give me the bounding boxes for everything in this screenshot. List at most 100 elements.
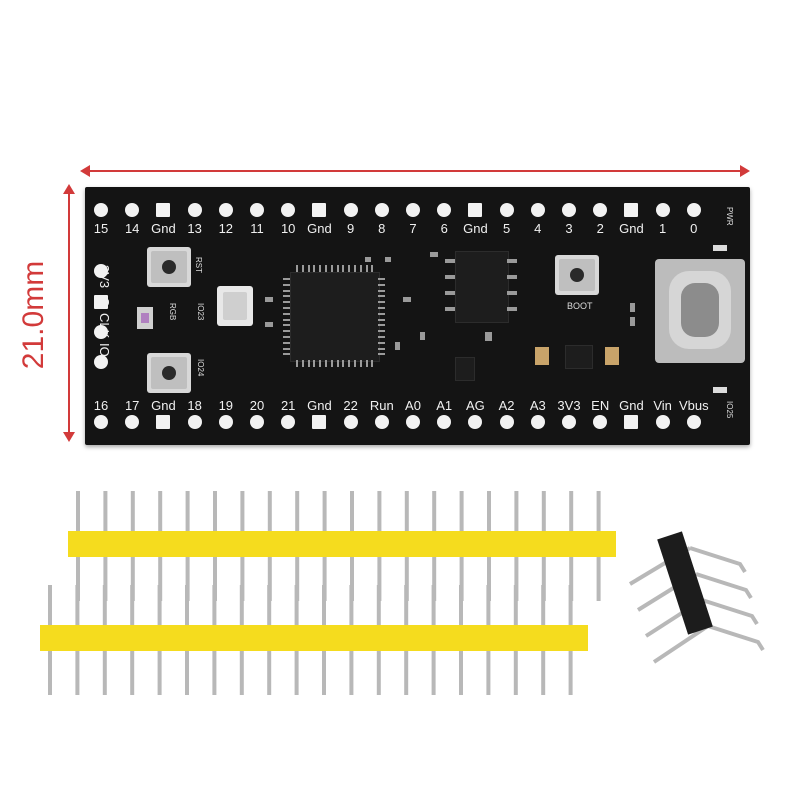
usb-c-connector[interactable] [655, 259, 745, 363]
bottom-pin-pad [593, 415, 608, 429]
flash-pin [507, 259, 517, 263]
io24-button-cap [162, 366, 176, 380]
flash-pin [445, 291, 455, 295]
bottom-pin-pad [562, 415, 576, 429]
header-plastic [68, 531, 616, 557]
transistor [455, 357, 475, 381]
bottom-pin-label: A1 [436, 398, 453, 413]
smd-capacitor [430, 252, 438, 257]
smd-resistor [385, 257, 391, 262]
top-pin-label: 11 [250, 221, 264, 236]
bottom-pin-label: 16 [93, 398, 109, 413]
tantalum-capacitor [605, 347, 619, 365]
bottom-pin-pad [94, 415, 108, 429]
mcu-pin [283, 278, 290, 280]
bottom-pin-label: A2 [498, 398, 515, 413]
crystal-oscillator [217, 286, 253, 326]
mcu-pin [371, 265, 374, 272]
top-pin-label: 9 [346, 221, 355, 236]
bottom-pin-label: AG [465, 398, 485, 413]
top-pin-label: Gnd [619, 221, 644, 236]
bottom-pin-label: Vbus [678, 398, 709, 413]
top-pin-label: 5 [502, 221, 511, 236]
angled-pin [652, 624, 710, 664]
smd-resistor [265, 322, 273, 327]
io24-button[interactable] [147, 353, 191, 393]
mcu-pin [365, 265, 368, 272]
mcu-pin [325, 265, 327, 272]
boot-button-cap [570, 268, 584, 282]
top-pin-pad [218, 203, 233, 217]
mcu-pin [283, 336, 290, 338]
bottom-pin-pad [655, 415, 670, 429]
reset-button[interactable] [147, 247, 191, 287]
mcu-pin [325, 360, 327, 367]
mcu-pin [378, 341, 385, 344]
bottom-pin-label: Vin [653, 398, 672, 413]
mcu-pin [330, 360, 333, 367]
top-pin-label: 2 [596, 221, 604, 236]
top-pin-pad [624, 203, 639, 217]
top-pin-label: 0 [690, 221, 698, 236]
bottom-pin-pad [156, 415, 171, 429]
bottom-pin-pad [499, 415, 514, 429]
mcu-pin [336, 360, 339, 367]
bottom-pin-pad [218, 415, 233, 429]
mcu-pin [378, 347, 385, 350]
bottom-pin-label: 22 [343, 398, 358, 413]
top-pin-label: Gnd [307, 221, 332, 236]
top-pin-pad [593, 203, 608, 217]
mcu-pin [378, 278, 385, 280]
mcu-pin [330, 265, 333, 272]
top-pin-pad [437, 203, 452, 217]
bottom-pin-pad [125, 415, 140, 429]
top-pin-pad [374, 203, 389, 217]
mcu-pin [378, 318, 385, 321]
mcu-pin [359, 360, 362, 367]
mcu-pin [348, 265, 351, 272]
mcu-pin [378, 283, 385, 286]
mcu-pin [301, 360, 304, 367]
mcu-pin [319, 265, 322, 272]
flash-pin [507, 275, 517, 279]
angled-pin-header [628, 531, 765, 664]
boot-button[interactable] [555, 255, 599, 295]
mcu-pin [319, 360, 322, 367]
bottom-pin-label: 18 [187, 398, 202, 413]
top-pin-label: 14 [124, 221, 140, 236]
mcu-pin [359, 265, 362, 272]
bottom-pin-label: 19 [218, 398, 234, 413]
height-dimension-arrow [63, 184, 75, 442]
mcu-pin [307, 360, 310, 367]
mcu-pin [371, 360, 374, 367]
pin-header-strip-2 [40, 585, 588, 695]
angled-pin [701, 598, 759, 626]
mcu-pin [313, 265, 316, 272]
top-pin-label: 10 [280, 221, 296, 236]
top-pin-pad [94, 203, 108, 217]
bottom-pin-label: Gnd [151, 398, 176, 413]
mcu-pin [378, 353, 385, 356]
mcu-pin [296, 360, 298, 367]
mcu-pin [365, 360, 368, 367]
top-pin-pad [406, 203, 420, 217]
bottom-pin-pad [686, 415, 701, 429]
mcu-pin [307, 265, 310, 272]
smd-resistor [265, 297, 273, 302]
width-dimension-arrow [80, 165, 750, 177]
boot-label: BOOT [567, 301, 593, 311]
mcu-pin [283, 301, 290, 304]
bottom-pin-label: 20 [249, 398, 265, 413]
mcu-pin [283, 330, 290, 333]
smd-resistor [420, 332, 425, 340]
bottom-pin-label: 3V3 [557, 398, 581, 413]
top-pin-pad [312, 203, 327, 217]
mcu-pin [378, 307, 385, 309]
smd-resistor [630, 303, 635, 312]
mcu-pin [378, 312, 385, 315]
left-pad [94, 325, 108, 339]
smd-resistor [365, 257, 371, 262]
top-pin-pad [281, 203, 296, 217]
